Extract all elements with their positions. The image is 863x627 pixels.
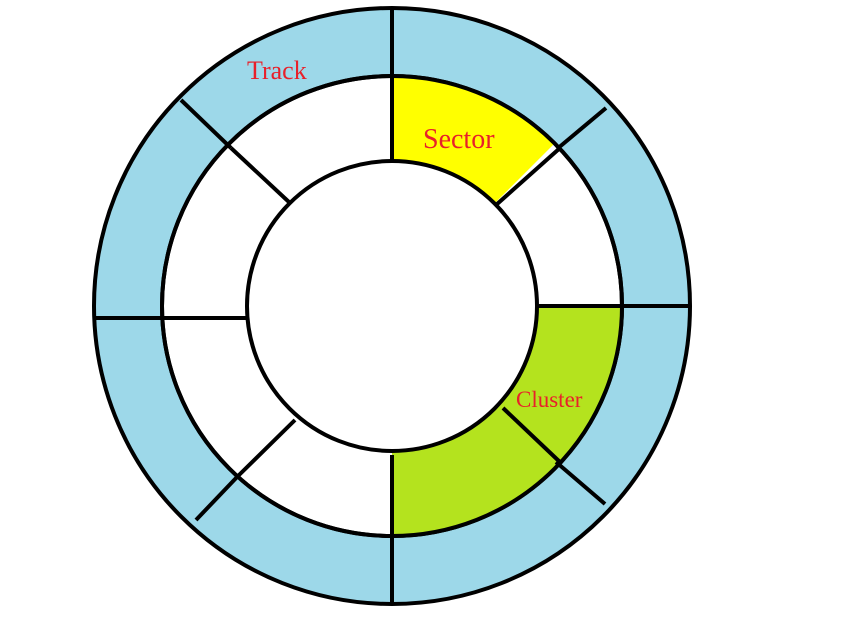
inner-disk bbox=[245, 159, 539, 453]
track-dividers bbox=[94, 8, 690, 604]
track-divider bbox=[554, 460, 607, 506]
middle-divider bbox=[501, 406, 564, 466]
middle-divider bbox=[229, 146, 292, 205]
sector-label: Sector bbox=[423, 124, 495, 155]
cluster-highlight bbox=[392, 306, 622, 536]
middle-divider bbox=[236, 418, 297, 478]
middle-dividers bbox=[162, 76, 622, 536]
track-divider bbox=[555, 106, 608, 151]
cluster-label: Cluster bbox=[516, 387, 583, 412]
sector-highlight bbox=[392, 76, 555, 204]
track-label: Track bbox=[247, 56, 307, 85]
track-divider bbox=[194, 474, 240, 522]
disk bbox=[92, 6, 692, 606]
track-divider bbox=[179, 98, 233, 150]
middle-divider bbox=[494, 146, 562, 207]
